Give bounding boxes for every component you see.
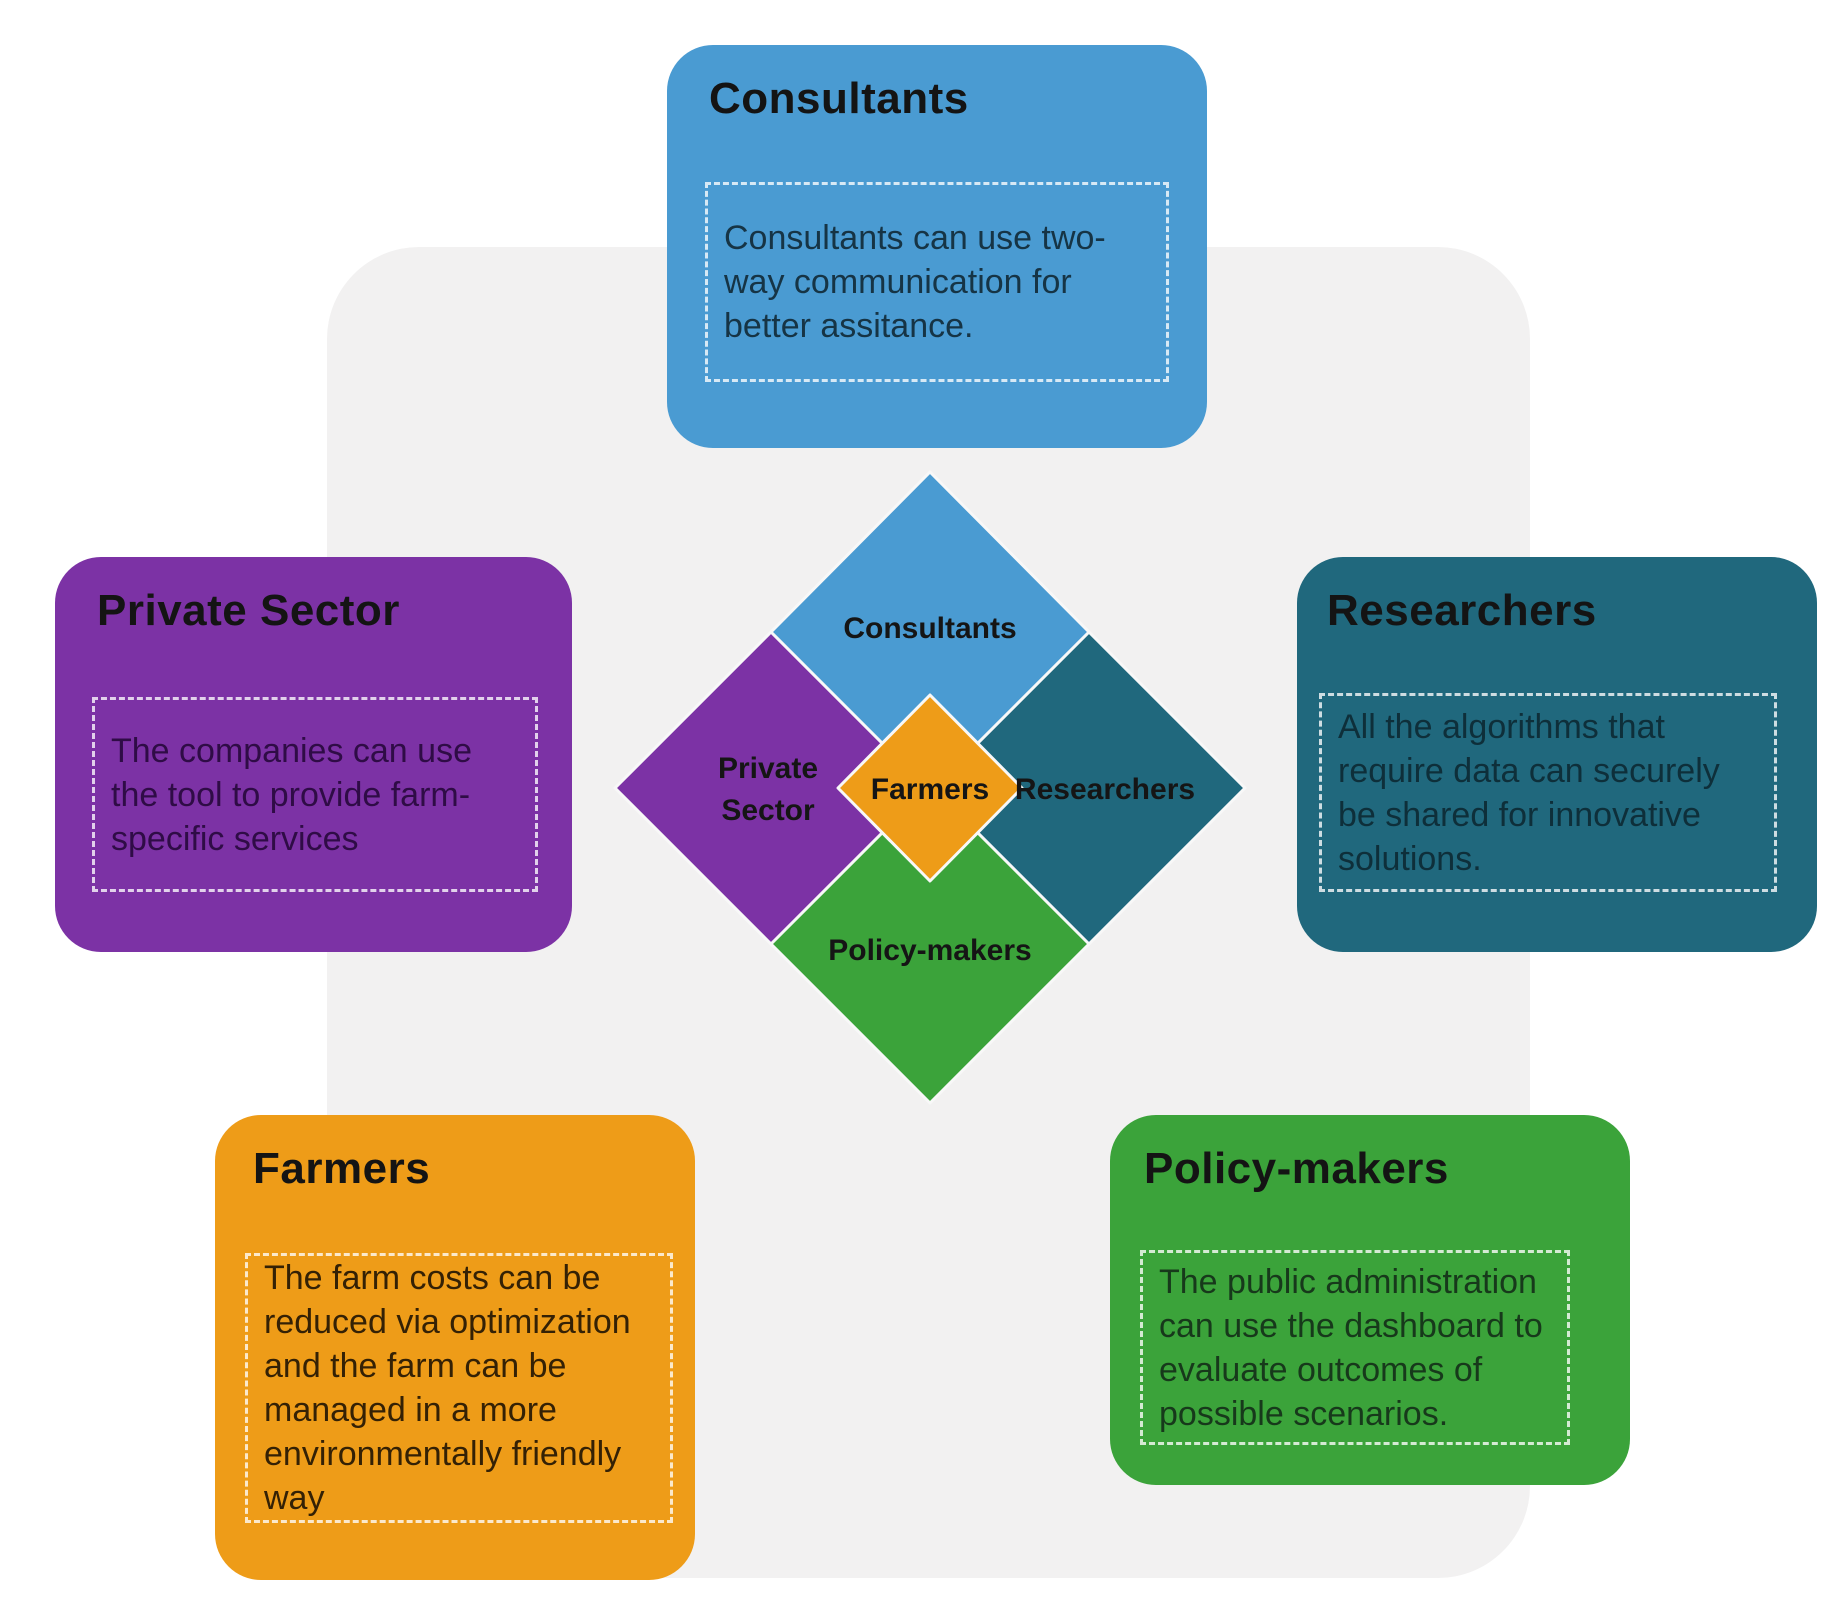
diamond-researchers-label: Researchers [1015, 773, 1195, 806]
diamond-farmers [836, 693, 1024, 883]
card-farmers-description-box: The farm costs can be reduced via optimi… [245, 1253, 673, 1523]
card-consultants-description: Consultants can use two-way communicatio… [724, 219, 1106, 345]
card-researchers-description: All the algorithms that require data can… [1338, 707, 1720, 878]
diamond-policy-makers-label: Policy-makers [828, 934, 1031, 967]
card-private-sector-description-box: The companies can use the tool to provid… [92, 697, 538, 892]
diamond-policy-makers [769, 783, 1091, 1105]
diamond-farmers-label: Farmers [871, 773, 989, 806]
card-policy-makers-title: Policy-makers [1144, 1144, 1449, 1193]
card-researchers: Researchers All the algorithms that requ… [1297, 557, 1817, 952]
card-researchers-description-box: All the algorithms that require data can… [1319, 693, 1777, 892]
diamond-private-sector-label-line2: Sector [721, 794, 815, 827]
card-farmers-title: Farmers [253, 1144, 431, 1193]
card-policy-makers-description: The public administration can use the da… [1159, 1262, 1543, 1433]
card-farmers: Farmers The farm costs can be reduced vi… [215, 1115, 695, 1580]
card-policy-makers: Policy-makers The public administration … [1110, 1115, 1630, 1485]
card-farmers-description: The farm costs can be reduced via optimi… [264, 1259, 631, 1517]
card-private-sector-description: The companies can use the tool to provid… [111, 731, 472, 858]
card-consultants: Consultants Consultants can use two-way … [667, 45, 1207, 448]
card-private-sector-title: Private Sector [97, 586, 400, 635]
card-consultants-title: Consultants [709, 74, 969, 123]
card-policy-makers-description-box: The public administration can use the da… [1140, 1250, 1570, 1445]
card-private-sector: Private Sector The companies can use the… [55, 557, 572, 952]
diamond-private-sector-label-line1: Private [718, 752, 818, 785]
card-researchers-title: Researchers [1327, 586, 1597, 635]
diamond-consultants-label: Consultants [843, 612, 1016, 645]
card-consultants-description-box: Consultants can use two-way communicatio… [705, 182, 1169, 382]
